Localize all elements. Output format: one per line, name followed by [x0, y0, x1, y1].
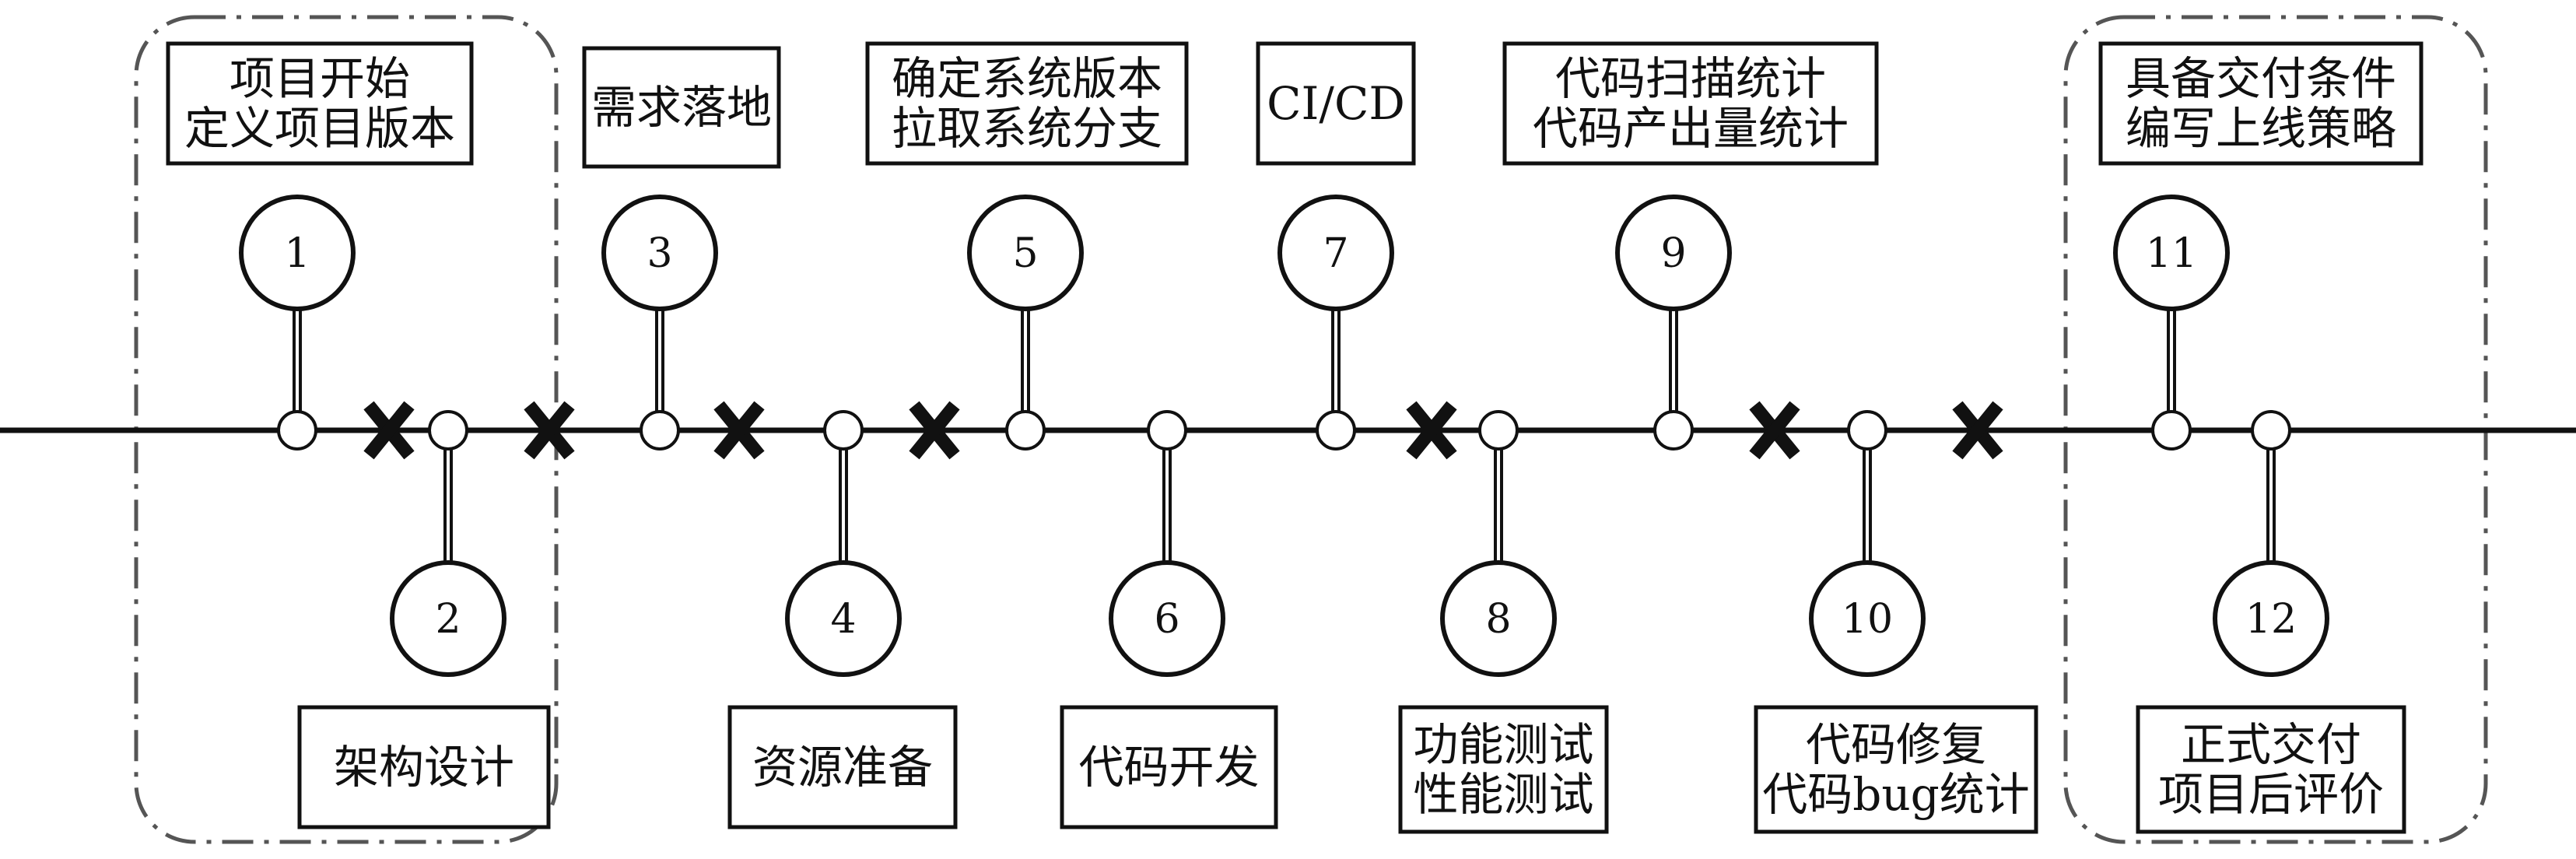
label-line: 定义项目版本: [184, 102, 455, 155]
milestone-4: 4 资源准备: [727, 410, 958, 829]
number-circle: [785, 560, 902, 677]
axis-node: [2251, 410, 2291, 451]
number-circle: [601, 195, 718, 311]
label-line: 代码bug统计: [1762, 768, 2030, 821]
label-box: [865, 41, 1189, 166]
number-circle: [1277, 195, 1394, 311]
label-line: 性能测试: [1413, 768, 1593, 821]
label-box: [1754, 705, 2038, 834]
gap-marker: [1749, 401, 1800, 460]
label-box: [1502, 41, 1879, 166]
milestone-number: 7: [1323, 230, 1348, 277]
axis-node: [2151, 410, 2192, 451]
axis-node: [1478, 410, 1519, 451]
label-line: 项目开始: [230, 52, 410, 105]
milestone-number: 2: [435, 596, 461, 643]
milestone-number: 5: [1012, 230, 1038, 277]
label-line: 代码产出量统计: [1533, 102, 1849, 155]
gap-marker: [713, 401, 765, 460]
number-circle: [2213, 560, 2329, 677]
label-box: [1256, 41, 1416, 166]
label-line: 架构设计: [334, 741, 514, 794]
milestone-number: 8: [1485, 596, 1511, 643]
label-box: [582, 46, 781, 169]
milestone-number: 6: [1154, 596, 1179, 643]
label-line: 确定系统版本: [892, 52, 1162, 105]
milestone-number: 11: [2146, 230, 2197, 277]
axis-node: [428, 410, 468, 451]
gap-marker: [363, 401, 415, 460]
label-box: [1398, 705, 1609, 834]
number-circle: [390, 560, 506, 677]
axis-node: [277, 410, 317, 451]
number-circle: [1440, 560, 1557, 677]
number-circle: [1615, 195, 1732, 311]
number-circle: [2113, 195, 2230, 311]
axis-node: [1847, 410, 1887, 451]
gap-marker: [1406, 401, 1457, 460]
label-line: 项目后评价: [2158, 768, 2384, 821]
label-line: 编写上线策略: [2126, 102, 2396, 155]
milestone-number: 12: [2245, 596, 2297, 643]
label-box: [2136, 705, 2406, 834]
milestone-number: 3: [647, 230, 672, 277]
milestone-3: 3 需求落地: [582, 46, 781, 451]
label-line: 代码扫描统计: [1555, 52, 1826, 105]
number-circle: [967, 195, 1084, 311]
axis-node: [640, 410, 680, 451]
label-line: 代码修复: [1806, 718, 1986, 771]
gap-marker: [524, 401, 575, 460]
milestone-7: 7 CI/CD: [1256, 41, 1416, 451]
axis-node: [1005, 410, 1046, 451]
label-box: [727, 705, 958, 829]
milestone-number: 10: [1842, 596, 1893, 643]
milestone-2: 2 架构设计: [297, 410, 551, 829]
axis-node: [1653, 410, 1694, 451]
milestone-6: 6 代码开发: [1060, 410, 1278, 829]
milestone-number: 9: [1660, 230, 1686, 277]
gap-marker: [909, 401, 960, 460]
label-line: CI/CD: [1267, 77, 1405, 130]
label-line: 需求落地: [591, 81, 772, 134]
label-line: 具备交付条件: [2126, 52, 2396, 105]
number-circle: [1109, 560, 1225, 677]
gap-marker: [1952, 401, 2003, 460]
milestone-number: 1: [284, 230, 310, 277]
label-box: [297, 705, 551, 829]
number-circle: [239, 195, 356, 311]
number-circle: [1809, 560, 1926, 677]
label-line: 资源准备: [752, 741, 933, 794]
axis-node: [823, 410, 864, 451]
axis-node: [1147, 410, 1187, 451]
label-box: [166, 41, 474, 166]
label-box: [1060, 705, 1278, 829]
label-line: 功能测试: [1413, 718, 1593, 771]
milestone-number: 4: [830, 596, 856, 643]
label-line: 拉取系统分支: [892, 102, 1162, 155]
axis-node: [1316, 410, 1356, 451]
label-line: 正式交付: [2181, 718, 2361, 771]
label-line: 代码开发: [1078, 741, 1259, 794]
label-box: [2098, 41, 2424, 166]
